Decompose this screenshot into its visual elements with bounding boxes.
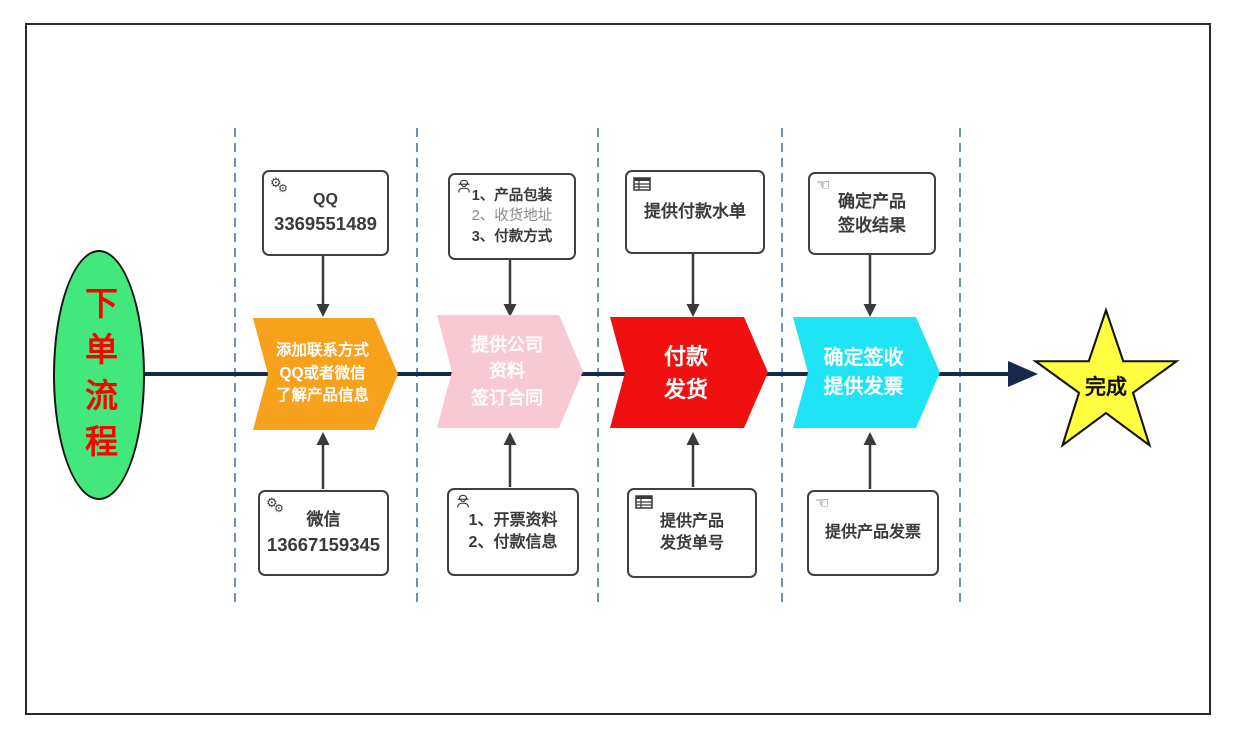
stage-chevron-payment-shipping: 付款 发货 (610, 317, 768, 428)
top-connector-arrows (316, 251, 877, 317)
chevron-line: 添加联系方式 (275, 342, 369, 360)
stage-separator-lines (234, 128, 961, 603)
note-line: 1、产品包装 (471, 188, 553, 205)
chevron-line: 提供发票 (823, 375, 904, 398)
note-box-payment-slip: 提供付款水单 (625, 170, 765, 254)
finish-star (1032, 307, 1180, 449)
stage-chevron-company-info: 提供公司 资料 签订合同 (437, 315, 583, 428)
note-line: 13667159345 (266, 533, 381, 555)
start-ellipse-label: 下单流程 (80, 286, 118, 470)
note-box-qq: ⚙⚙ QQ 3369551489 (262, 170, 389, 256)
note-line: 1、开票资料 (468, 511, 558, 529)
note-box-shipping-number: 提供产品 发货单号 (627, 488, 757, 578)
note-line: 确定产品 (838, 191, 906, 211)
table-icon (635, 495, 653, 514)
chevron-line: 资料 (489, 361, 525, 382)
chevron-line: 发货 (663, 376, 708, 402)
gears-icon: ⚙⚙ (266, 495, 284, 515)
finish-star-label: 完成 (1085, 376, 1127, 399)
note-box-wechat: ⚙⚙ 微信 13667159345 (258, 490, 389, 576)
worker-icon (456, 178, 472, 199)
table-icon (633, 177, 651, 196)
pointing-hand-icon: ☜ (815, 495, 830, 512)
note-line: QQ (313, 190, 338, 208)
finish-star-shape (1032, 307, 1180, 449)
note-box-invoice-info: 1、开票资料 2、付款信息 (447, 488, 579, 576)
start-ellipse: 下单流程 (53, 250, 145, 500)
pointing-hand-icon: ☜ (816, 177, 831, 194)
stage-chevron-contact: 添加联系方式 QQ或者微信 了解产品信息 (253, 318, 398, 430)
note-box-packing-info: 1、产品包装 2、收货地址 3、付款方式 (448, 173, 576, 260)
note-line: 签收结果 (838, 215, 906, 235)
note-line: 提供产品发票 (824, 523, 921, 541)
chevron-line: 签订合同 (471, 387, 543, 408)
chevron-line: QQ或者微信 (279, 364, 366, 382)
note-line: 微信 (306, 510, 341, 530)
gears-icon: ⚙⚙ (270, 175, 288, 195)
bottom-connector-arrows (316, 432, 877, 489)
note-line: 提供产品 (659, 512, 724, 530)
note-line: 2、收货地址 (471, 208, 553, 225)
note-line: 发货单号 (659, 535, 724, 552)
note-line: 3369551489 (274, 213, 377, 235)
note-line: 2、付款信息 (468, 534, 558, 551)
note-line: 提供付款水单 (644, 202, 746, 222)
chevron-line: 确定签收 (823, 346, 904, 369)
chevron-line: 提供公司 (471, 335, 543, 356)
note-line: 3、付款方式 (471, 228, 553, 245)
note-box-product-invoice: ☜ 提供产品发票 (807, 490, 939, 576)
chevron-line: 了解产品信息 (275, 387, 369, 405)
diagram-border (25, 23, 1211, 715)
stage-chevron-receipt-invoice: 确定签收 提供发票 (793, 317, 940, 428)
chevron-line: 付款 (663, 343, 708, 369)
note-box-receipt-result: ☜ 确定产品 签收结果 (808, 172, 936, 255)
worker-icon (455, 493, 471, 514)
